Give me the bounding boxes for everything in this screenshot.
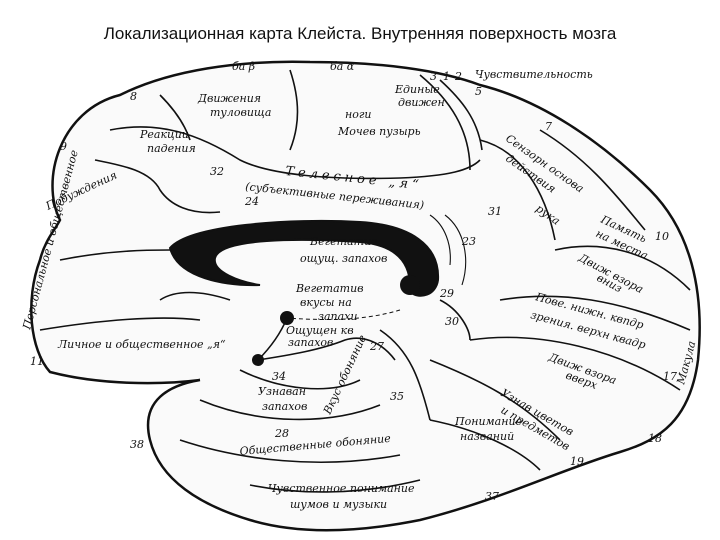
- region-number: 17: [663, 370, 677, 383]
- callosum-knob: [400, 275, 420, 295]
- label-edinye-dvizh-1: Единые: [394, 83, 440, 96]
- label-ponimanie-nazv-2: названий: [460, 430, 514, 443]
- label-chuvstvitelnost: Чувствительность: [475, 68, 593, 81]
- slide-title: Локализационная карта Клейста. Внутрення…: [103, 24, 617, 43]
- boundary: [429, 359, 561, 441]
- label-dvizh-tulovisha-1: Движения: [197, 92, 261, 105]
- region-number: 8: [130, 90, 137, 103]
- label-vegetat-obon-2: ощущ. запахов: [300, 252, 387, 265]
- region-number: 29: [439, 287, 454, 300]
- boundary: [289, 69, 299, 151]
- region-number: 11: [30, 355, 44, 368]
- boundary: [429, 419, 541, 471]
- boundary: [249, 479, 421, 493]
- boundary: [239, 369, 361, 390]
- region-number: 38: [130, 438, 144, 451]
- region-number: 1: [443, 70, 450, 83]
- brain-outline: [30, 60, 701, 532]
- region-number: 30: [445, 315, 459, 328]
- label-chuvstvennoe-ponim-1: Чувственное понимание: [268, 482, 415, 495]
- boundary: [109, 126, 481, 180]
- region-number: 19: [570, 455, 584, 468]
- boundary: [429, 214, 451, 266]
- region-number: 35: [390, 390, 404, 403]
- label-chuvstvennoe-ponim-2: шумов и музыки: [290, 498, 387, 511]
- label-uznav-zapahov-2: запахов: [262, 400, 307, 413]
- label-vegetat-vkus-1: Вегетатив: [295, 282, 364, 295]
- boundary: [419, 74, 471, 171]
- boundary: [439, 79, 483, 151]
- region-number: 7: [545, 120, 552, 133]
- fornix-line: [257, 317, 288, 361]
- boundary: [39, 317, 201, 331]
- label-dvizh-tulovisha-2: туловища: [210, 106, 272, 119]
- region-number: 3: [430, 70, 437, 83]
- boundary: [199, 399, 381, 421]
- label-nogi: ноги: [345, 108, 372, 121]
- boundary: [439, 299, 471, 341]
- boundary: [379, 329, 431, 421]
- region-number: 31: [488, 205, 502, 218]
- corpus-callosum: [168, 219, 440, 297]
- region-number: 24: [244, 195, 259, 208]
- region-number: 32: [210, 165, 224, 178]
- label-lichnoe: Личное и общественное „я“: [57, 338, 226, 351]
- label-bap: ба β: [232, 60, 255, 73]
- label-uznav-zapahov-1: Узнаван: [258, 385, 306, 398]
- label-oshushch-kv-2: запахов: [288, 336, 333, 349]
- region-number: 2: [454, 70, 462, 83]
- boundary: [479, 139, 556, 241]
- label-edinye-dvizh-2: движен: [398, 96, 445, 109]
- boundary: [59, 249, 171, 261]
- region-number: 18: [648, 432, 662, 445]
- region-number: 28: [274, 427, 289, 440]
- region-number: 27: [369, 340, 384, 353]
- boundary: [444, 214, 467, 286]
- fornix-line: [257, 337, 396, 361]
- label-reakcii-2: падения: [147, 142, 196, 155]
- label-ponimanie-nazv-1: Понимание: [454, 415, 523, 428]
- region-number: 9: [60, 140, 67, 153]
- label-reakcii-1: Реакции: [139, 128, 189, 141]
- region-number: 10: [655, 230, 669, 243]
- label-vegetat-obon-1: Вегетатив: [309, 235, 378, 248]
- boundary: [499, 295, 691, 331]
- region-number: 5: [475, 85, 482, 98]
- boundary: [539, 129, 646, 231]
- label-mochev-puzyr: Мочев пузырь: [337, 125, 421, 138]
- boundary: [159, 94, 191, 141]
- label-vegetat-vkus-2: вкусы на: [300, 296, 352, 309]
- boundary: [94, 159, 221, 214]
- region-number: 23: [461, 235, 476, 248]
- boundary: [554, 245, 691, 291]
- boundary: [469, 336, 681, 391]
- label-vegetat-vkus-3: запахи: [318, 310, 358, 323]
- region-number: 37: [485, 490, 499, 503]
- boundary: [179, 439, 401, 463]
- region-number: 34: [272, 370, 286, 383]
- label-bay: ба α: [330, 60, 355, 73]
- boundary: [159, 291, 231, 301]
- label-oshushch-kv-1: Ощущен кв: [286, 324, 354, 337]
